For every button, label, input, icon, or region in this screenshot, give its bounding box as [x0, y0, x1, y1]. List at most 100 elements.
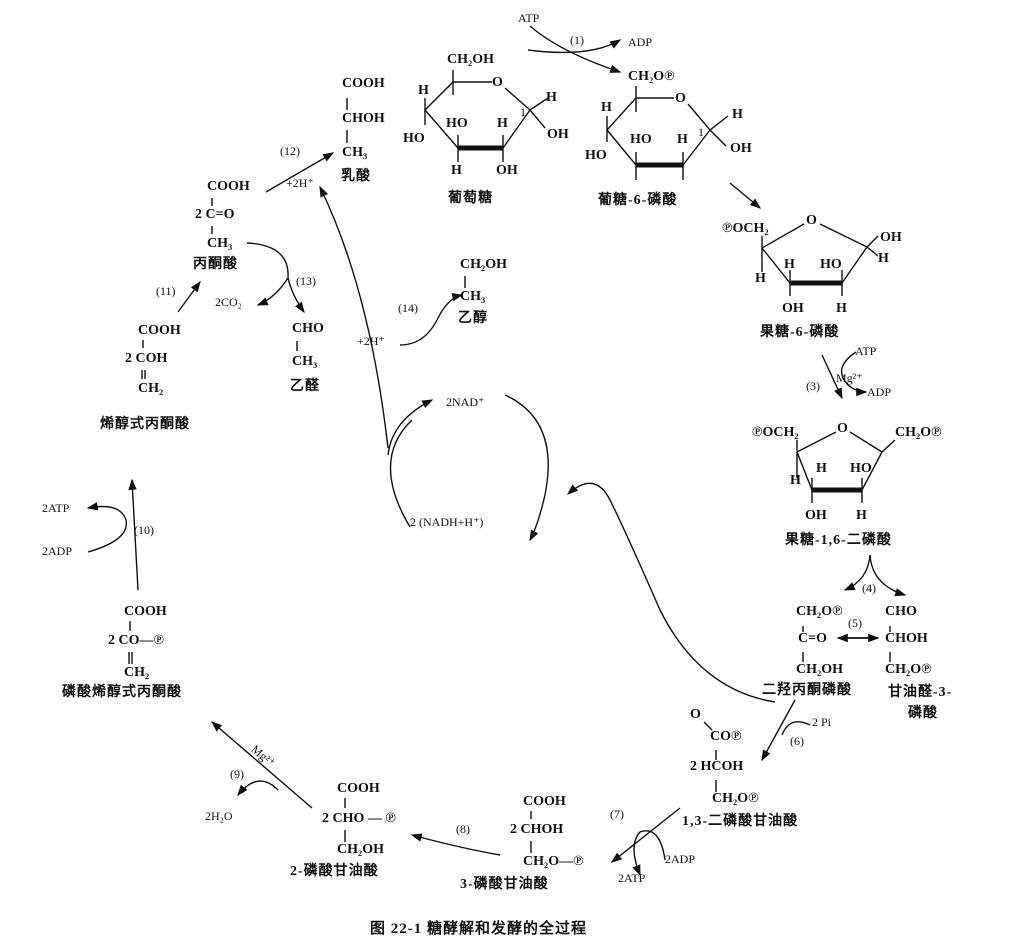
formula-line: COOH — [124, 604, 167, 619]
formula-line: CH₃ — [292, 354, 318, 369]
formula-line: CHO — [292, 321, 324, 336]
reaction-arrows — [86, 25, 907, 877]
atom: OH — [496, 163, 518, 178]
formula-line: CHOH — [885, 631, 928, 646]
atom: H — [677, 132, 688, 147]
atom: HO — [446, 116, 468, 131]
formula-line: CH₃ — [342, 145, 368, 160]
formula-line: 2 CHOH — [510, 822, 564, 837]
atom: CH₂O℗ — [895, 425, 942, 440]
step-7-label: (7) — [610, 807, 624, 821]
f6p-ring — [761, 223, 879, 296]
formula-line: COOH — [207, 179, 250, 194]
compound-name: 二羟丙酮磷酸 — [762, 683, 852, 698]
atom: H — [790, 473, 801, 488]
formula-line: CH₂OH — [460, 257, 507, 272]
formula-line: CH₂O℗ — [712, 791, 759, 806]
step-9-label: (9) — [230, 767, 244, 781]
compound-name: 果糖-1,6-二磷酸 — [785, 533, 892, 548]
atom: O — [675, 91, 686, 106]
atp-label: 2ATP — [618, 871, 646, 885]
co2-label: 2CO₂ — [215, 295, 242, 309]
compound-name: 甘油醛-3- — [888, 685, 953, 700]
compound-name: 烯醇式丙酮酸 — [100, 417, 190, 432]
g6p-ring — [606, 86, 729, 180]
formula-line: 2 CHO — ℗ — [322, 811, 396, 826]
adp-label: ADP — [867, 385, 892, 399]
atp-label: ATP — [855, 344, 877, 358]
step-10-label: (10) — [134, 523, 154, 537]
formula-line: 2 CO—℗ — [108, 633, 164, 648]
glucose-ring — [424, 70, 549, 162]
formula-line: CH₂O℗ — [885, 662, 932, 677]
proton-label: +2H⁺ — [357, 334, 385, 348]
formula-line: CH₂OH — [337, 842, 384, 857]
step-8-label: (8) — [456, 822, 470, 836]
formula-line: C=O — [798, 631, 827, 646]
formula-line: COOH — [342, 76, 385, 91]
formula-line: COOH — [138, 323, 181, 338]
compound-name: 3-磷酸甘油酸 — [460, 877, 549, 892]
compound-name: 磷酸烯醇式丙酮酸 — [62, 685, 182, 700]
atom: H — [497, 116, 508, 131]
compound-name: 2-磷酸甘油酸 — [290, 864, 379, 879]
atom: O — [492, 75, 503, 90]
step-3-label: (3) — [806, 379, 820, 393]
compound-name: 葡糖-6-磷酸 — [598, 193, 678, 208]
figure-caption: 图 22-1 糖酵解和发酵的全过程 — [370, 921, 587, 937]
formula-line: 2 COH — [125, 351, 168, 366]
water-label: 2H₂O — [205, 809, 233, 823]
compound-name: 葡萄糖 — [448, 191, 493, 206]
atom: HO — [820, 257, 842, 272]
atp-label: ATP — [518, 11, 540, 25]
formula-line: 2 C=O — [195, 207, 235, 222]
chain-bonds — [128, 98, 891, 853]
atom: H — [732, 107, 743, 122]
atom: OH — [880, 230, 902, 245]
adp-label: ADP — [628, 35, 653, 49]
atom: CH₂OH — [447, 52, 494, 67]
atom: H — [546, 90, 557, 105]
adp-label: 2ADP — [42, 544, 73, 558]
atom: ℗OCH₂ — [752, 425, 799, 440]
step-14-label: (14) — [398, 301, 418, 315]
atom: OH — [547, 127, 569, 142]
formula-line: CH₂O℗ — [796, 604, 843, 619]
atom: H — [816, 461, 827, 476]
atom: H — [856, 508, 867, 523]
step-6-label: (6) — [790, 734, 804, 748]
atom: HO — [630, 132, 652, 147]
atom: H — [601, 100, 612, 115]
formula-line: CHO — [885, 604, 917, 619]
adp-label: 2ADP — [665, 852, 696, 866]
atom: HO — [585, 148, 607, 163]
formula-line: CH₂ — [124, 665, 150, 680]
formula-line: COOH — [523, 794, 566, 809]
nad-label: 2NAD⁺ — [446, 395, 485, 409]
step-12-label: (12) — [280, 144, 300, 158]
formula-line: CH₃ — [460, 289, 486, 304]
atom: H — [755, 271, 766, 286]
atom: ℗OCH₂ — [722, 221, 769, 236]
nadh-label: 2 (NADH+H⁺) — [410, 515, 484, 529]
formula-line: COOH — [337, 781, 380, 796]
atom: OH — [782, 301, 804, 316]
atom: OH — [730, 141, 752, 156]
atom: 1 — [520, 105, 526, 119]
compound-name: 1,3-二磷酸甘油酸 — [682, 814, 799, 829]
compound-name: 乙醇 — [458, 311, 488, 326]
atom: H — [451, 163, 462, 178]
atom: HO — [403, 131, 425, 146]
formula-line: CO℗ — [710, 729, 742, 744]
atom: CH₂O℗ — [628, 69, 675, 84]
step-1-label: (1) — [570, 33, 584, 47]
formula-line: CH₃ — [207, 236, 233, 251]
formula-line: CHOH — [342, 111, 385, 126]
formula-line: O — [690, 707, 701, 722]
mg-label: Mg²⁺ — [836, 371, 863, 385]
atom: HO — [850, 461, 872, 476]
compound-name: 乙醛 — [290, 379, 320, 394]
atom: O — [837, 421, 848, 436]
step-5-label: (5) — [848, 616, 862, 630]
